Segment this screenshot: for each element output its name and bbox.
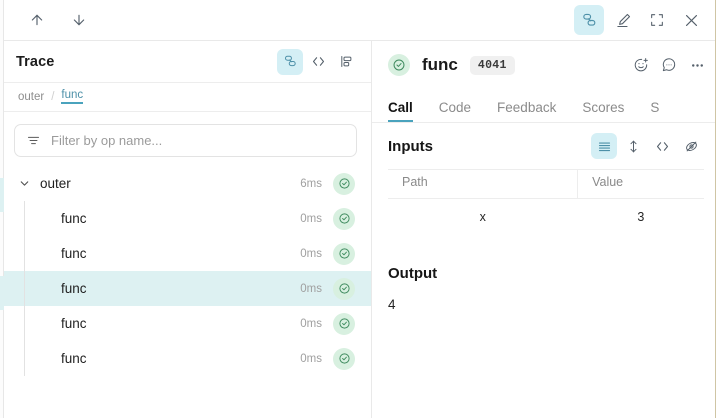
call-detail-panel: func 4041: [372, 41, 720, 418]
background-row-highlight: [0, 276, 4, 310]
window-right-border: [715, 0, 720, 418]
cell-value: 3: [637, 210, 645, 224]
tree-row-label: func: [61, 351, 87, 366]
output-value: 4: [388, 297, 396, 312]
tree-row-label: outer: [40, 176, 71, 191]
table-row[interactable]: x 3: [388, 199, 704, 236]
status-success-icon: [333, 242, 355, 265]
status-success-icon: [388, 54, 410, 76]
filter-input-wrapper[interactable]: [14, 124, 357, 157]
tree-row-duration: 0ms: [300, 317, 322, 330]
inputs-view-switcher: [591, 133, 704, 159]
tree-row-label: func: [61, 281, 87, 296]
background-row-highlight: [0, 178, 4, 212]
call-id-badge: 4041: [469, 55, 515, 75]
add-reaction-icon[interactable]: [628, 52, 654, 78]
tree-row-duration: 0ms: [300, 352, 322, 365]
tree-row-outer[interactable]: outer 6ms: [0, 166, 371, 201]
arrow-down-icon[interactable]: [66, 7, 92, 33]
drawer-toolbar: [0, 0, 720, 41]
trace-tree: outer 6ms func 0ms: [0, 166, 371, 418]
inputs-title: Inputs: [388, 137, 433, 155]
breadcrumb-separator: /: [51, 91, 55, 103]
drawer-body: Trace: [0, 41, 720, 418]
toolbar-navigation-group: [0, 7, 92, 33]
cell-path: x: [479, 210, 486, 224]
tab-feedback[interactable]: Feedback: [497, 100, 557, 115]
status-success-icon: [333, 347, 355, 370]
table-header-row: Path Value: [388, 169, 704, 199]
call-detail-content: Inputs: [372, 123, 720, 418]
tree-row-func-selected[interactable]: func 0ms: [0, 271, 371, 306]
close-icon[interactable]: [676, 5, 706, 35]
expand-icon[interactable]: [642, 5, 672, 35]
tree-row-duration: 0ms: [300, 282, 322, 295]
more-options-icon[interactable]: [684, 52, 710, 78]
background-panel-sliver: [0, 0, 4, 418]
status-success-icon: [333, 172, 355, 195]
call-detail-tabs: Call Code Feedback Scores S: [372, 89, 720, 123]
tree-row-func[interactable]: func 0ms: [0, 201, 371, 236]
column-header-path[interactable]: Path: [388, 169, 578, 199]
tree-row-func[interactable]: func 0ms: [0, 341, 371, 376]
layers-icon[interactable]: [574, 5, 604, 35]
tree-row-duration: 0ms: [300, 247, 322, 260]
flamegraph-icon[interactable]: [333, 49, 359, 75]
code-icon[interactable]: [649, 133, 675, 159]
tree-indent-guide: [24, 201, 25, 376]
chevron-down-icon[interactable]: [17, 177, 31, 191]
tree-row-func[interactable]: func 0ms: [0, 306, 371, 341]
call-detail-actions: [628, 52, 710, 78]
arrow-up-icon[interactable]: [24, 7, 50, 33]
inputs-table: Path Value x 3: [388, 169, 704, 235]
inputs-section-header: Inputs: [388, 123, 704, 169]
expand-rows-icon[interactable]: [620, 133, 646, 159]
tree-row-func[interactable]: func 0ms: [0, 236, 371, 271]
status-success-icon: [333, 312, 355, 335]
filter-icon: [26, 133, 41, 148]
filter-input[interactable]: [51, 133, 345, 148]
status-success-icon: [333, 277, 355, 300]
layers-icon[interactable]: [277, 48, 303, 75]
tab-summary[interactable]: S: [650, 100, 660, 115]
page-title: func: [422, 55, 458, 74]
call-detail-header: func 4041: [372, 41, 720, 89]
breadcrumb-item-func[interactable]: func: [61, 89, 84, 105]
status-success-icon: [333, 207, 355, 230]
trace-panel: Trace: [0, 41, 372, 418]
trace-panel-header: Trace: [0, 41, 371, 83]
hide-icon[interactable]: [678, 133, 704, 159]
trace-panel-title: Trace: [16, 53, 55, 70]
column-header-value[interactable]: Value: [577, 169, 704, 199]
tree-row-label: func: [61, 211, 87, 226]
toolbar-actions-group: [574, 5, 720, 35]
tree-row-duration: 0ms: [300, 212, 322, 225]
output-title: Output: [388, 265, 438, 282]
highlighter-icon[interactable]: [608, 5, 638, 35]
tab-scores[interactable]: Scores: [582, 100, 625, 115]
tree-row-label: func: [61, 316, 87, 331]
tree-row-duration: 6ms: [300, 177, 322, 190]
tab-call[interactable]: Call: [388, 100, 413, 122]
tree-row-label: func: [61, 246, 87, 261]
list-view-icon[interactable]: [591, 133, 617, 159]
comment-icon[interactable]: [656, 52, 682, 78]
tab-code[interactable]: Code: [438, 100, 472, 115]
filter-section: [0, 112, 371, 166]
trace-view-switcher: [277, 48, 359, 75]
breadcrumb-item-outer[interactable]: outer: [18, 91, 45, 103]
code-icon[interactable]: [305, 49, 331, 75]
breadcrumb: outer / func: [0, 83, 371, 112]
